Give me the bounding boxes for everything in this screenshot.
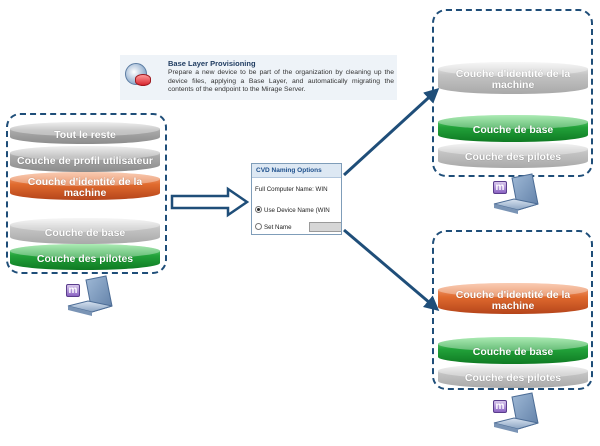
panel-title: Base Layer Provisioning <box>168 59 256 68</box>
hollow-arrow-icon <box>170 186 250 218</box>
mirage-icon: m <box>493 181 507 194</box>
set-name-input[interactable] <box>309 222 341 232</box>
layer-base: Couche de base <box>438 337 588 364</box>
arrow-to-top-device <box>342 87 440 177</box>
layer-user-profile: Couche de profil utilisateur <box>10 146 160 172</box>
radio-icon[interactable] <box>255 223 262 230</box>
laptop-icon <box>67 275 113 316</box>
use-device-name-option[interactable]: Use Device Name (WIN <box>255 206 330 214</box>
layer-machine-identity: Couche d'identité de la machine <box>438 283 588 314</box>
laptop-icon <box>493 392 539 433</box>
radio-selected-icon[interactable] <box>255 206 262 213</box>
layer-everything-else: Tout le reste <box>10 122 160 144</box>
layer-machine-identity: Couche d'identité de la machine <box>438 62 588 94</box>
layer-drivers: Couche des pilotes <box>10 244 160 270</box>
set-name-label: Set Name <box>264 224 292 231</box>
use-device-name-label: Use Device Name (WIN <box>264 207 330 214</box>
arrow-to-bottom-device <box>343 228 440 311</box>
source-device-box <box>6 113 167 274</box>
panel-description: Prepare a new device to be part of the o… <box>168 69 394 94</box>
mirage-icon: m <box>493 400 507 413</box>
base-layer-provisioning-panel: Base Layer Provisioning Prepare a new de… <box>120 55 397 100</box>
cvd-naming-options-dialog: CVD Naming Options Full Computer Name: W… <box>251 163 342 235</box>
layer-drivers: Couche des pilotes <box>438 364 588 388</box>
layer-drivers: Couche des pilotes <box>438 142 588 168</box>
cvd-dialog-title: CVD Naming Options <box>252 164 341 178</box>
set-name-option[interactable]: Set Name <box>255 223 292 231</box>
layer-base: Couche de base <box>10 218 160 244</box>
layer-base: Couche de base <box>438 115 588 142</box>
mirage-icon: m <box>66 284 80 297</box>
layer-machine-identity: Couche d'identité de la machine <box>10 172 160 200</box>
laptop-icon <box>493 173 539 214</box>
disk-provision-icon <box>125 63 151 86</box>
full-computer-name-label: Full Computer Name: WIN <box>255 186 328 193</box>
